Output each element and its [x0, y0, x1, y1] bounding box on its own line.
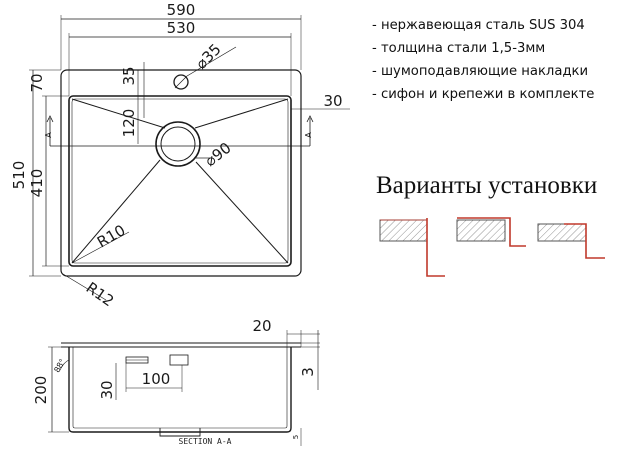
- slope-line: [195, 161, 289, 264]
- dim-bowl-width: 530: [167, 19, 196, 37]
- logo-plate: [169, 354, 189, 366]
- dim-overall-depth: 510: [10, 161, 28, 190]
- dim-overflow-offset: 35: [120, 66, 138, 85]
- sink-outer-outline: [60, 69, 302, 277]
- section-marker-right: A: [304, 132, 313, 138]
- install-options-title: Варианты установки: [376, 172, 598, 199]
- slope-line: [71, 159, 161, 264]
- section-title: SECTION A-A: [179, 437, 232, 446]
- spec-item: - сифон и крепежи в комплекте: [372, 87, 595, 102]
- dim-inner-radius: R10: [94, 221, 129, 251]
- dim-drain-diameter: ⌀90: [201, 139, 234, 170]
- install-option-3: [537, 223, 605, 259]
- slope-line: [194, 98, 289, 129]
- dim-bottom-gap: 5: [292, 435, 300, 439]
- dim-outer-radius: R12: [83, 279, 118, 311]
- install-option-2: [456, 217, 526, 247]
- dim-angle: 88°: [52, 357, 67, 374]
- drain-outer-circle: [155, 121, 201, 167]
- bowl-section-outline: [68, 347, 292, 433]
- dim-bowl-height: 200: [32, 376, 50, 405]
- dim-overall-width: 590: [167, 1, 196, 19]
- install-option-1: [379, 218, 445, 277]
- spec-item: - шумоподавляющие накладки: [372, 64, 589, 79]
- dim-drain-spacing: 100: [142, 370, 171, 388]
- spec-item: - нержавеющая сталь SUS 304: [372, 18, 585, 33]
- slope-line: [71, 98, 166, 129]
- drain-inner-circle: [160, 126, 196, 162]
- spec-list: - нержавеющая сталь SUS 304 - толщина ст…: [372, 14, 594, 106]
- dim-drain-height: 30: [98, 380, 116, 399]
- spec-item: - толщина стали 1,5-3мм: [372, 41, 546, 56]
- dim-top-margin: 70: [28, 73, 46, 92]
- top-view: [29, 15, 350, 301]
- sink-bowl-outline: [68, 95, 292, 267]
- section-view: [48, 330, 320, 446]
- dim-flange-width: 20: [252, 317, 271, 335]
- sink-bowl-inner-outline: [71, 98, 289, 264]
- dim-bowl-depth: 410: [28, 169, 46, 198]
- overflow-hole: [173, 74, 189, 90]
- dim-drain-offset: 120: [120, 109, 138, 138]
- dim-side-margin: 30: [323, 92, 342, 110]
- dim-flange-thickness: 3: [299, 367, 317, 377]
- dim-overflow-diameter: ⌀35: [192, 40, 225, 73]
- section-marker-left: A: [44, 132, 53, 138]
